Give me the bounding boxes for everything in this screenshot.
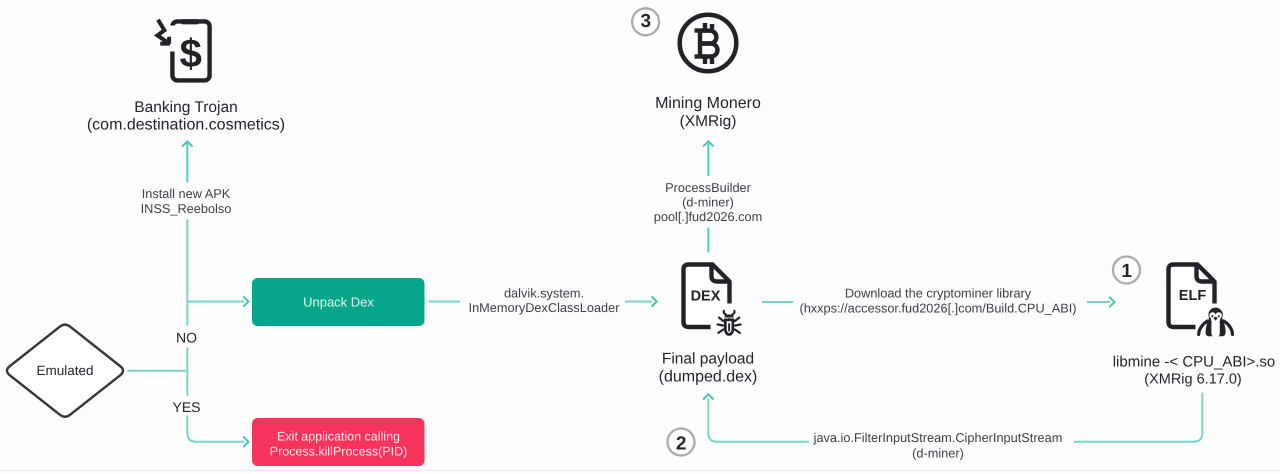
svg-text:ELF: ELF [1179,288,1207,304]
svg-text:Unpack Dex: Unpack Dex [303,295,374,310]
svg-text:Final payload: Final payload [662,350,754,367]
svg-text:NO: NO [176,329,197,345]
svg-text:pool[.]fud2026.com: pool[.]fud2026.com [654,209,762,224]
svg-text:(com.destination.cosmetics): (com.destination.cosmetics) [87,117,285,134]
svg-text:Download the cryptominer libra: Download the cryptominer library [845,286,1032,301]
svg-text:dalvik.system.: dalvik.system. [504,285,584,300]
svg-text:$: $ [180,32,202,76]
svg-text:1: 1 [1121,261,1132,282]
svg-text:Mining Monero: Mining Monero [655,95,761,112]
svg-text:InMemoryDexClassLoader: InMemoryDexClassLoader [469,300,621,315]
svg-text:ProcessBuilder: ProcessBuilder [665,180,751,195]
svg-text:DEX: DEX [691,289,721,305]
svg-text:INSS_Reebolso: INSS_Reebolso [141,201,232,216]
svg-text:Emulated: Emulated [36,363,93,378]
svg-text:Process.killProcess(PID): Process.killProcess(PID) [270,444,408,458]
svg-text:YES: YES [172,399,200,415]
svg-text:(XMRig): (XMRig) [680,113,737,130]
svg-text:(d-miner): (d-miner) [912,445,964,460]
svg-text:(dumped.dex): (dumped.dex) [659,368,758,385]
svg-text:(XMRig 6.17.0): (XMRig 6.17.0) [1144,372,1242,388]
svg-text:2: 2 [676,433,687,454]
svg-text:libmine -< CPU_ABI>.so: libmine -< CPU_ABI>.so [1113,353,1276,370]
svg-text:Exit application calling: Exit application calling [277,430,400,444]
svg-text:java.io.FilterInputStream.Ciph: java.io.FilterInputStream.CipherInputStr… [813,430,1063,445]
svg-text:(d-miner): (d-miner) [682,194,734,209]
svg-text:3: 3 [641,11,652,32]
svg-text:(hxxps://accessor.fud2026[.]co: (hxxps://accessor.fud2026[.]com/Build.CP… [799,300,1076,315]
svg-text:Banking Trojan: Banking Trojan [134,99,237,116]
svg-text:Install new APK: Install new APK [142,186,231,201]
